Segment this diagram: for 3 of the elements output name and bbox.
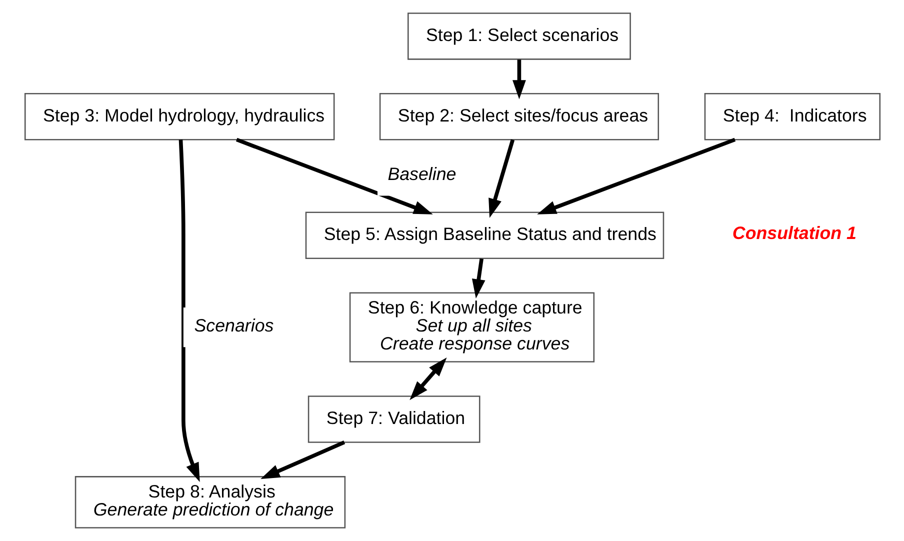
edge-label: Scenarios [194,315,274,336]
label: Consultation 1 [732,222,856,243]
edge-label: Baseline [387,164,456,184]
